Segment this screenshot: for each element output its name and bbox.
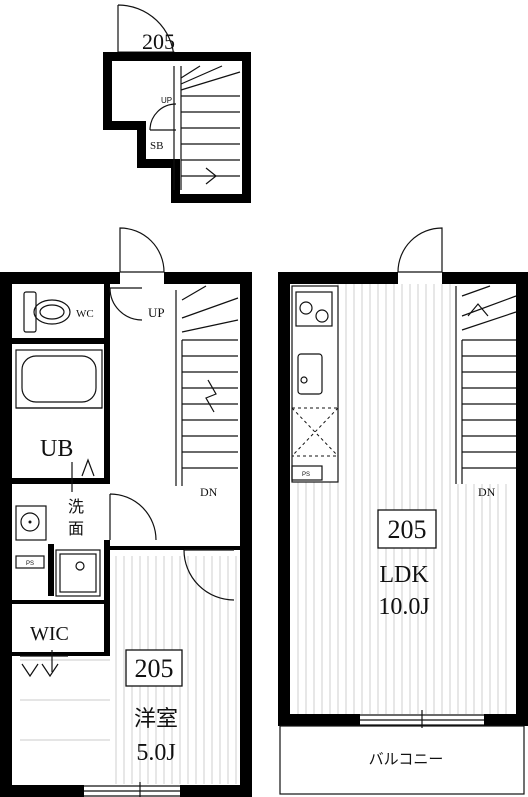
ldk-unit-box: [377, 509, 437, 549]
washroom-door: [109, 493, 157, 541]
bedroom-size: 5.0J: [136, 740, 175, 766]
right-plan: 205 LDK 10.0J PS DN バルコニー: [278, 227, 528, 795]
ps-label-right: PS: [302, 472, 310, 478]
ldk-size: 10.0J: [378, 594, 429, 620]
wic-door: [20, 655, 68, 678]
loft-up-label: UP: [161, 96, 172, 105]
ldk-name: LDK: [379, 562, 429, 588]
dn-label-left: DN: [200, 485, 218, 499]
up-label: UP: [148, 305, 165, 320]
bedroom-unit-box: [125, 649, 183, 687]
loft-unit-number: 205: [142, 29, 175, 54]
bedroom-unit-number: 205: [135, 654, 174, 683]
left-plan: 205 洋室 5.0J WC UP UB 洗 面 PS WIC DN: [0, 227, 252, 797]
bathtub: [15, 349, 103, 409]
ps-label-left: PS: [26, 561, 34, 567]
wc-label: WC: [76, 308, 94, 320]
laundry-pan: [55, 549, 101, 597]
right-stairs: [455, 285, 517, 484]
left-right-wall: [240, 272, 252, 797]
wic-label: WIC: [30, 623, 69, 645]
fridge-space: [291, 407, 339, 457]
toilet: [23, 291, 71, 333]
ub-label: UB: [40, 436, 73, 462]
loft-door-arc: [117, 4, 175, 59]
bedroom-window: [84, 782, 180, 797]
balcony-window: [360, 710, 484, 728]
ldk-top-door: [397, 227, 443, 273]
loft-sb-door: [149, 103, 177, 131]
ub-door: [71, 458, 95, 492]
left-left-wall: [0, 272, 12, 797]
loft-sb-label: SB: [150, 140, 163, 152]
wc-door: [109, 287, 143, 321]
left-stairs: [175, 285, 239, 486]
washroom-label-2: 面: [68, 521, 84, 538]
washbasin: [15, 505, 47, 541]
entrance-door: [119, 227, 165, 273]
ps-box-left: [15, 555, 45, 569]
loft-stairs: [173, 65, 241, 190]
washroom-label-1: 洗: [68, 498, 84, 516]
wc-bottom-wall: [12, 338, 110, 344]
balcony-label: バルコニー: [369, 752, 444, 768]
bedroom-door: [183, 549, 235, 601]
ldk-unit-number: 205: [388, 515, 427, 544]
dn-label-right: DN: [478, 485, 496, 499]
balcony: [279, 725, 525, 795]
ldk-right-wall: [516, 272, 528, 726]
ldk-left-wall: [278, 272, 290, 726]
kitchen: [291, 285, 339, 483]
bedroom-name: 洋室: [134, 706, 178, 731]
loft-plan: 205 UP SB: [103, 4, 251, 203]
ldk-floor-pattern: [297, 284, 507, 714]
